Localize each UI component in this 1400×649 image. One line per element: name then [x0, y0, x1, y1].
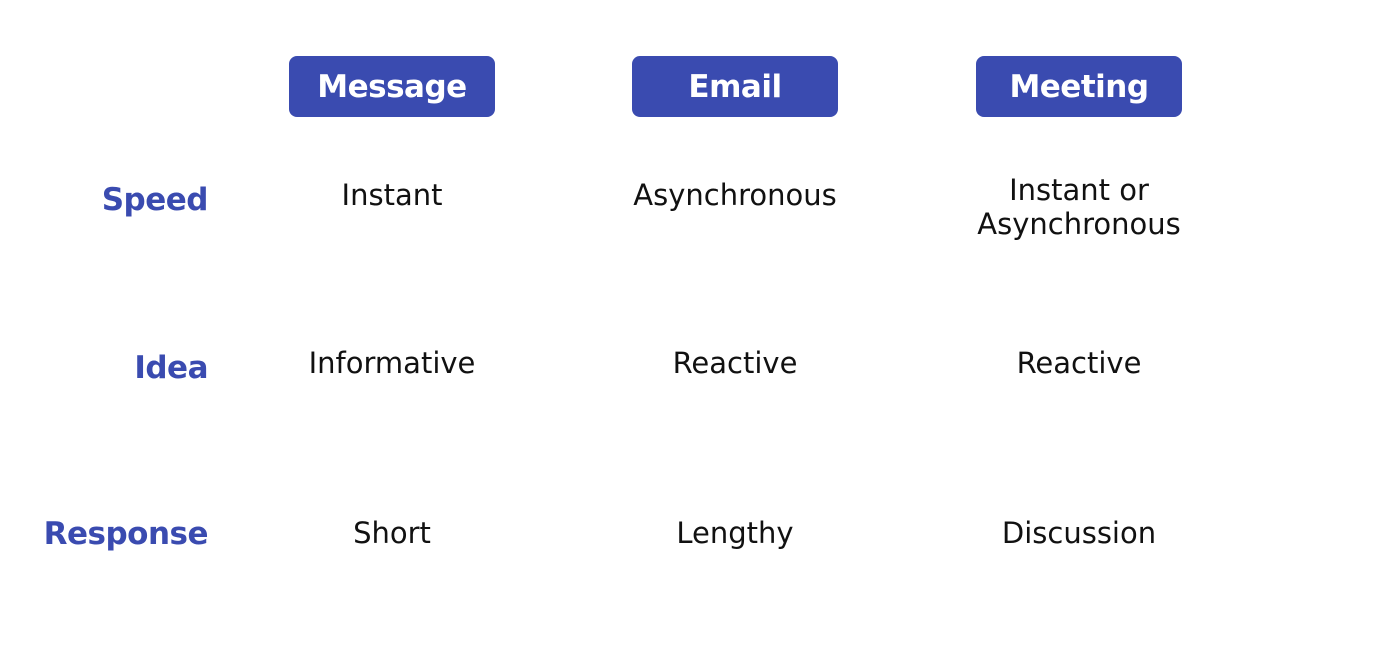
cell-speed-meeting-line-1: Instant or	[1009, 173, 1149, 207]
row-label-response: Response	[43, 516, 209, 552]
cell-idea-meeting: Reactive	[1016, 346, 1142, 380]
column-header-message: Message	[289, 56, 495, 117]
column-header-meeting-label: Meeting	[1009, 68, 1149, 105]
cell-speed-meeting: Instant or Asynchronous	[919, 173, 1239, 241]
row-label-idea: Idea	[134, 350, 208, 386]
cell-idea-message: Informative	[308, 346, 476, 380]
cell-response-email: Lengthy	[676, 516, 794, 550]
column-header-email-label: Email	[688, 68, 782, 105]
cell-speed-email: Asynchronous	[633, 178, 837, 212]
cell-speed-message: Instant	[341, 178, 443, 212]
cell-idea-email: Reactive	[672, 346, 798, 380]
column-header-message-label: Message	[317, 68, 467, 105]
cell-response-meeting: Discussion	[1001, 516, 1157, 550]
row-label-speed: Speed	[101, 182, 209, 218]
column-header-meeting: Meeting	[976, 56, 1182, 117]
column-header-email: Email	[632, 56, 838, 117]
cell-response-message: Short	[353, 516, 431, 550]
cell-speed-meeting-line-2: Asynchronous	[977, 207, 1181, 241]
